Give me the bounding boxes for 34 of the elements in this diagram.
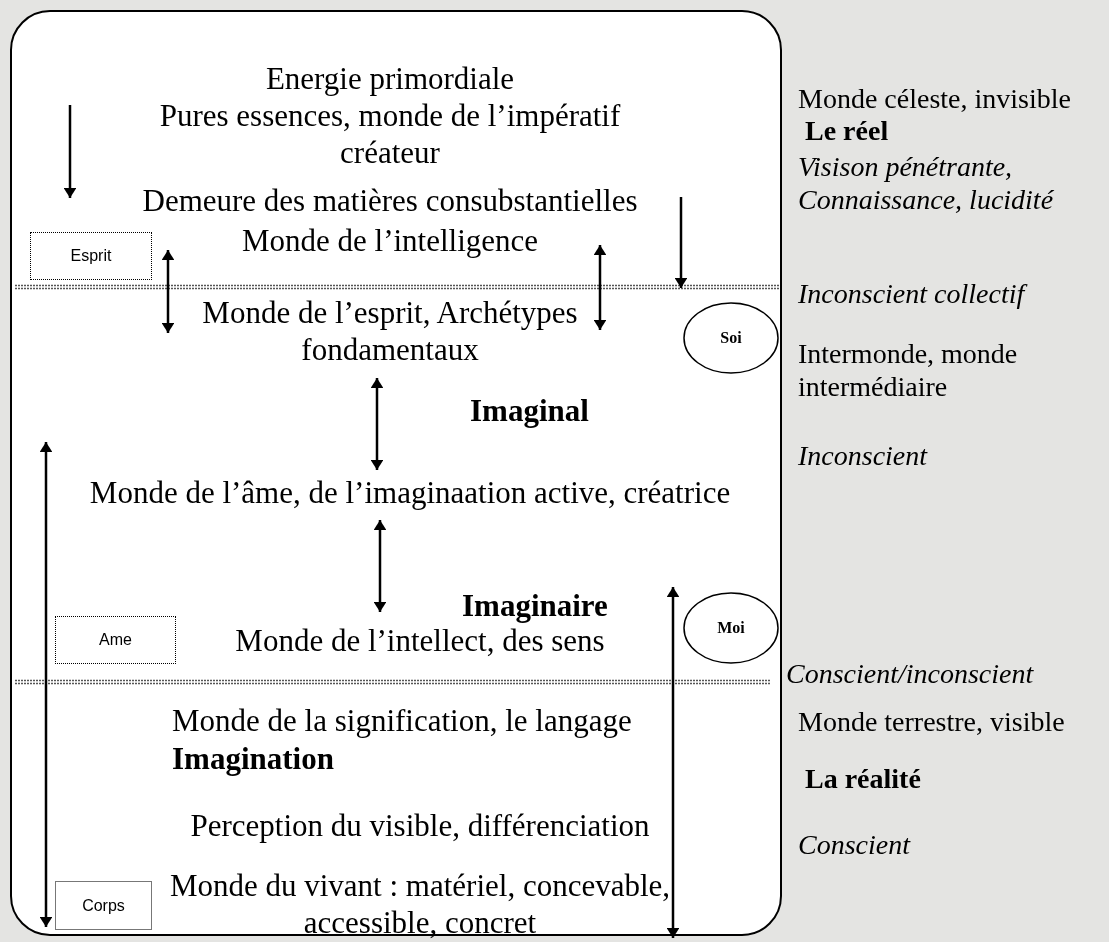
level-text: Energie primordiale — [264, 60, 516, 98]
level-text: Demeure des matières consubstantielles — [141, 182, 639, 220]
box-label: Corps — [82, 896, 125, 915]
box-label: Ame — [99, 631, 132, 649]
level-text: Monde de l’âme, de l’imaginaation active, créatrice — [88, 474, 732, 512]
note-text: Conscient/inconscient — [786, 657, 1035, 691]
ellipse-node — [683, 592, 779, 664]
self-label: Moi — [717, 619, 745, 637]
level-text: Monde de la signification, le langage — [172, 702, 633, 740]
level-text: Intermonde, monde intermédiaire — [798, 337, 1019, 404]
level-text: Monde de l’esprit, Archétypes fondamentaux — [201, 294, 579, 369]
label-box — [55, 881, 152, 930]
note-text: Visison pénétrante, Connaissance, lucidité — [798, 150, 1055, 217]
heading-text: Imaginal — [470, 392, 590, 430]
box-label: Esprit — [70, 247, 112, 265]
ellipse-node — [683, 302, 779, 374]
level-text: Perception du visible, différenciation — [189, 807, 651, 845]
rounded-frame — [10, 10, 782, 936]
level-text: Monde terrestre, visible — [798, 705, 1066, 739]
level-text: Monde de l’intelligence — [240, 222, 540, 260]
self-label: Soi — [720, 329, 742, 347]
note-text: Inconscient — [798, 439, 929, 473]
note-text: Inconscient collectif — [798, 277, 1106, 311]
heading-text: Imaginaire — [462, 587, 609, 625]
heading-text: La réalité — [805, 762, 922, 796]
label-box — [30, 232, 152, 280]
level-text: Monde du vivant : matériel, concevable, accessible, concret — [168, 867, 672, 942]
note-text: Conscient — [798, 828, 912, 862]
label-box — [55, 616, 176, 664]
heading-text: Le réel — [805, 114, 890, 148]
level-text: Monde céleste, invisible — [798, 82, 1072, 116]
level-text: Monde de l’intellect, des sens — [234, 623, 606, 660]
heading-text: Imagination — [172, 740, 335, 778]
level-text: Pures essences, monde de l’impératif créateur — [158, 97, 622, 172]
